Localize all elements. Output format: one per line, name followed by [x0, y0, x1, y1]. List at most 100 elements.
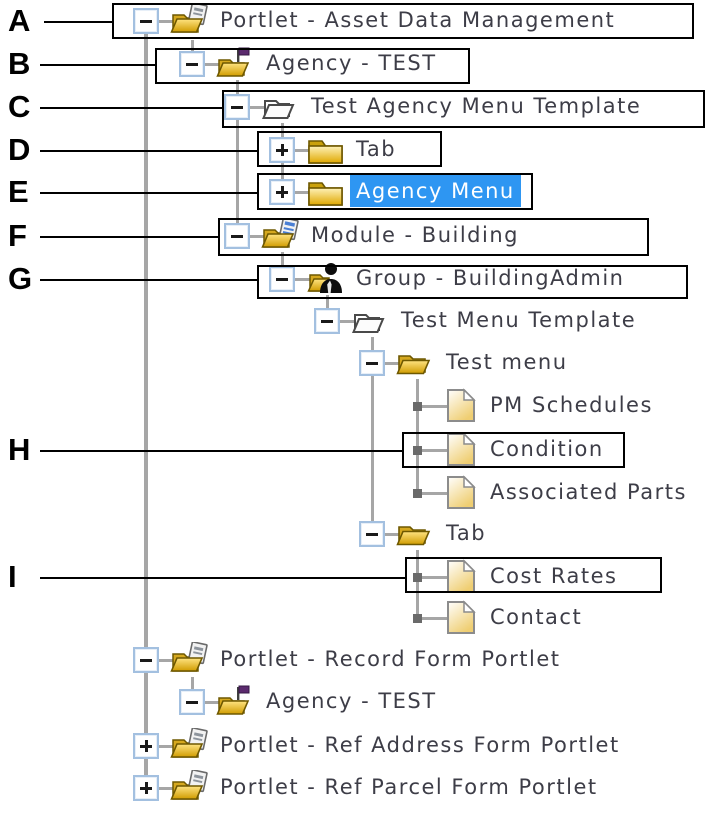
tree-bullet: [413, 489, 422, 498]
callout-letter: H: [8, 432, 31, 467]
callout-letter: D: [8, 132, 31, 167]
expander-minus-icon[interactable]: [179, 51, 205, 77]
tree-node-label[interactable]: Associated Parts: [490, 480, 687, 504]
tree-node-label[interactable]: Contact: [490, 605, 583, 629]
callout-leader-line: [40, 450, 402, 452]
open-folder-icon[interactable]: [396, 345, 436, 381]
callout-leader-line: [40, 64, 155, 66]
minus-bar: [186, 700, 198, 704]
callout-box: [112, 3, 694, 39]
tree-connector-line: [417, 492, 448, 495]
minus-bar: [366, 361, 378, 365]
tree-connector-line: [237, 106, 265, 109]
open-folder-icon[interactable]: [396, 516, 436, 552]
callout-leader-line: [40, 150, 257, 152]
expander-plus-icon[interactable]: [133, 733, 159, 759]
tree-connector-line: [417, 405, 448, 408]
portlet-icon[interactable]: [170, 769, 210, 806]
tree-node-label[interactable]: PM Schedules: [490, 393, 653, 417]
tree-connector-line: [282, 149, 310, 152]
callout-box: [257, 131, 442, 167]
expander-plus-icon[interactable]: [269, 179, 295, 205]
callout-box: [405, 557, 662, 593]
portlet-icon[interactable]: [170, 2, 210, 39]
document-icon[interactable]: [444, 600, 484, 636]
tree-connector-line: [372, 362, 400, 365]
document-icon[interactable]: [444, 388, 484, 424]
portlet-icon[interactable]: [170, 641, 210, 678]
agency-flag-icon[interactable]: [216, 46, 256, 82]
tree-node-label[interactable]: Tab: [446, 521, 487, 545]
callout-box: [257, 173, 533, 210]
minus-bar: [140, 658, 152, 662]
expander-plus-icon[interactable]: [133, 775, 159, 801]
expander-minus-icon[interactable]: [179, 689, 205, 715]
minus-bar: [231, 105, 243, 109]
document-icon[interactable]: [444, 475, 484, 511]
tree-node-label[interactable]: Test Menu Template: [401, 308, 637, 332]
tree-connector-line: [144, 34, 148, 789]
expander-minus-icon[interactable]: [224, 223, 250, 249]
tree-node-label[interactable]: Portlet - Ref Address Form Portlet: [220, 733, 620, 757]
document-icon[interactable]: [444, 432, 484, 468]
callout-letter: B: [8, 46, 31, 81]
expander-minus-icon[interactable]: [133, 8, 159, 34]
tree-node-label[interactable]: Cost Rates: [490, 564, 618, 588]
closed-folder-icon[interactable]: [306, 132, 346, 168]
closed-folder-icon[interactable]: [306, 174, 346, 210]
callout-letter: I: [8, 559, 17, 594]
tree-connector-line: [417, 576, 448, 579]
expander-minus-icon[interactable]: [224, 94, 250, 120]
tree-node-label[interactable]: Module - Building: [311, 223, 519, 247]
minus-bar: [186, 62, 198, 66]
tree-node-label[interactable]: Tab: [356, 137, 397, 161]
tree-connector-line: [192, 63, 220, 66]
minus-bar: [231, 234, 243, 238]
callout-leader-line: [40, 577, 405, 579]
tree-bullet: [413, 446, 422, 455]
tree-node-label[interactable]: Test Agency Menu Template: [311, 94, 642, 118]
document-icon[interactable]: [444, 559, 484, 595]
expander-minus-icon[interactable]: [314, 308, 340, 334]
callout-letter: E: [8, 174, 29, 209]
tree-connector-line: [327, 320, 355, 323]
callout-leader-line: [44, 21, 112, 23]
tree-connector-line: [415, 550, 419, 618]
minus-bar: [321, 319, 333, 323]
tree-node-label[interactable]: Group - BuildingAdmin: [356, 266, 625, 290]
expander-minus-icon[interactable]: [359, 350, 385, 376]
tree-node-label[interactable]: Portlet - Record Form Portlet: [220, 647, 561, 671]
tree-bullet: [413, 402, 422, 411]
menu-template-icon[interactable]: [261, 89, 301, 125]
tree-connector-line: [146, 659, 174, 662]
callout-box: [222, 90, 705, 128]
plus-bar: [280, 144, 284, 156]
module-icon[interactable]: [261, 217, 301, 254]
expander-minus-icon[interactable]: [269, 266, 295, 292]
tree-node-label[interactable]: Test menu: [446, 350, 568, 374]
tree-node-label[interactable]: Portlet - Asset Data Management: [220, 8, 616, 32]
menu-template-icon[interactable]: [351, 303, 391, 339]
tree-connector-line: [372, 533, 400, 536]
tree-node-label[interactable]: Agency Menu: [350, 175, 521, 207]
expander-minus-icon[interactable]: [359, 521, 385, 547]
tree-node-label[interactable]: Portlet - Ref Parcel Form Portlet: [220, 775, 598, 799]
plus-bar: [280, 186, 284, 198]
tree-connector-line: [192, 701, 220, 704]
tree-connector-line: [237, 235, 265, 238]
callout-letter: A: [8, 3, 31, 38]
expander-plus-icon[interactable]: [269, 137, 295, 163]
tree-node-label[interactable]: Condition: [490, 437, 604, 461]
portlet-icon[interactable]: [170, 727, 210, 764]
tree-node-label[interactable]: Agency - TEST: [266, 51, 437, 75]
minus-bar: [276, 277, 288, 281]
tree-connector-line: [282, 191, 310, 194]
tree-connector-line: [415, 379, 419, 493]
tree-node-label[interactable]: Agency - TEST: [266, 689, 437, 713]
plus-bar: [144, 782, 148, 794]
callout-box: [155, 48, 470, 84]
agency-flag-icon[interactable]: [216, 684, 256, 720]
callout-leader-line: [40, 236, 218, 238]
expander-minus-icon[interactable]: [133, 647, 159, 673]
